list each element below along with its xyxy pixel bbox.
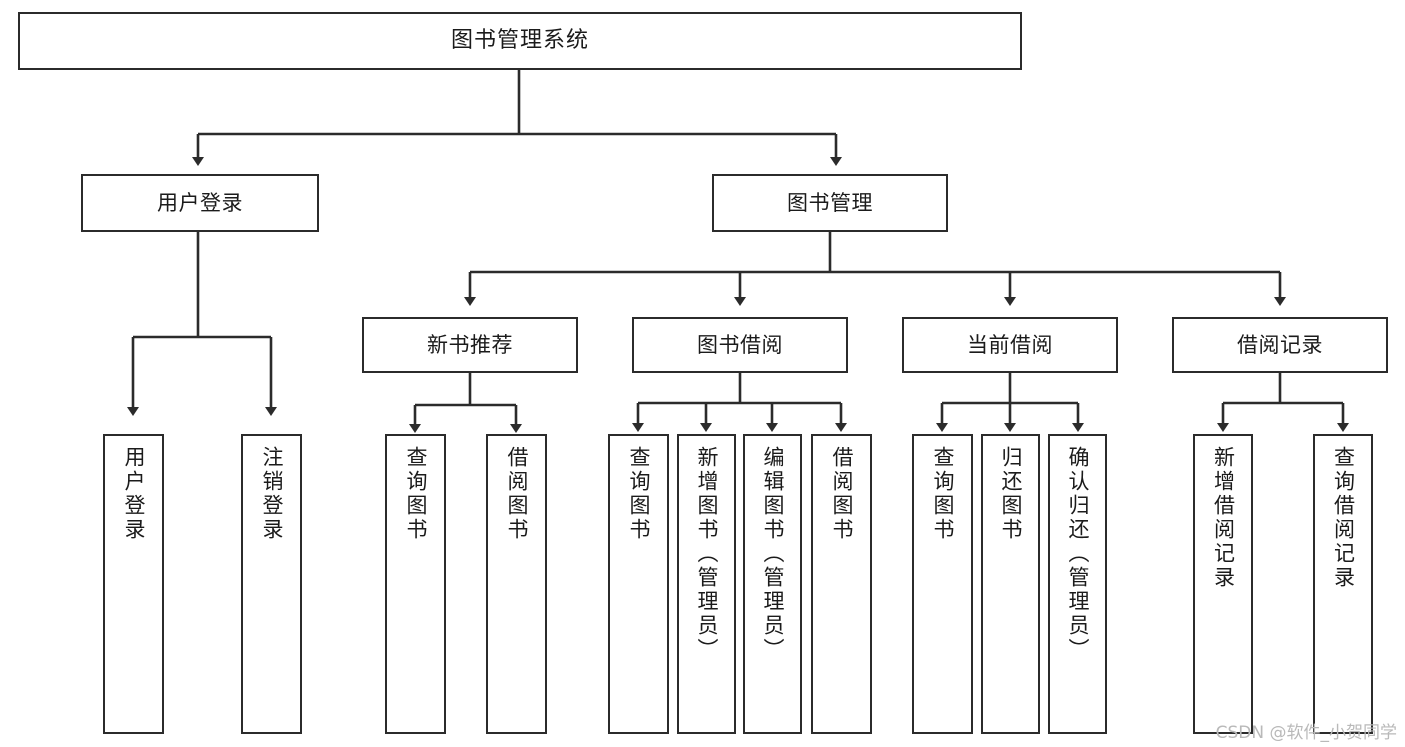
node-borrow-record[interactable]: 借阅记录 [1172,317,1388,373]
node-label: 图书管理系统 [450,28,589,54]
node-label: 新增图书（管理员） [695,446,719,662]
node-label: 借阅记录 [1237,332,1323,357]
node-label: 用户登录 [157,190,243,215]
node-label: 新增借阅记录 [1211,446,1236,590]
leaf-borrow-book-1[interactable]: 借阅图书 [486,434,547,734]
csdn-watermark: CSDN @软件_小贺同学 [1215,723,1397,743]
leaf-add-record[interactable]: 新增借阅记录 [1193,434,1253,734]
node-label: 当前借阅 [967,332,1053,357]
leaf-user-login[interactable]: 用户登录 [103,434,164,734]
leaf-query-book-2[interactable]: 查询图书 [608,434,669,734]
leaf-add-book[interactable]: 新增图书（管理员） [677,434,736,734]
node-book-manage[interactable]: 图书管理 [712,174,948,232]
node-label: 查询图书 [931,446,955,542]
node-label: 确认归还（管理员） [1066,446,1090,662]
leaf-return-book[interactable]: 归还图书 [981,434,1040,734]
node-current-borrow[interactable]: 当前借阅 [902,317,1118,373]
node-root-system[interactable]: 图书管理系统 [18,12,1022,70]
node-label: 借阅图书 [830,446,854,542]
node-label: 查询图书 [627,446,651,542]
node-label: 用户登录 [122,446,146,542]
node-book-borrow[interactable]: 图书借阅 [632,317,848,373]
leaf-query-book-3[interactable]: 查询图书 [912,434,973,734]
leaf-borrow-book-2[interactable]: 借阅图书 [811,434,872,734]
leaf-confirm-return[interactable]: 确认归还（管理员） [1048,434,1107,734]
leaf-edit-book[interactable]: 编辑图书（管理员） [743,434,802,734]
node-new-book-recommend[interactable]: 新书推荐 [362,317,578,373]
leaf-query-book-1[interactable]: 查询图书 [385,434,446,734]
node-label: 编辑图书（管理员） [761,446,785,662]
node-label: 查询图书 [404,446,428,542]
node-label: 查询借阅记录 [1331,446,1356,590]
node-label: 图书借阅 [697,332,783,357]
leaf-query-record[interactable]: 查询借阅记录 [1313,434,1373,734]
node-label: 图书管理 [787,190,873,215]
node-label: 借阅图书 [505,446,529,542]
leaf-logout-login[interactable]: 注销登录 [241,434,302,734]
node-user-login[interactable]: 用户登录 [81,174,319,232]
node-label: 归还图书 [999,446,1023,542]
node-label: 注销登录 [260,446,284,542]
node-label: 新书推荐 [427,332,513,357]
